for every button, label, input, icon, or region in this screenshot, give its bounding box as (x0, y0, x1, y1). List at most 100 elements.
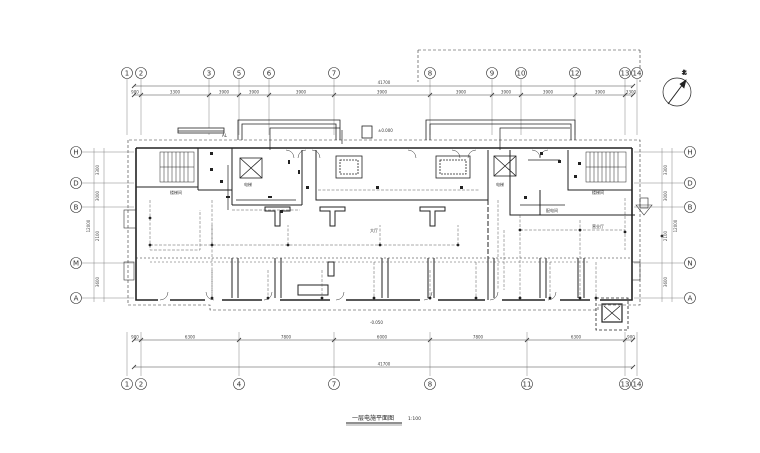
room-labels: 大厅 营业厅 楼梯间 楼梯间 电梯 电梯 配电间 -0.050 (170, 181, 604, 325)
grid-label-top: 8 (428, 70, 432, 78)
grid-label-left: H (73, 149, 78, 157)
dimension-segment: 3900 (501, 90, 512, 95)
grid-label-top: 3 (207, 70, 211, 78)
dimension-left: 2100 (95, 230, 100, 241)
dimension-right: 3600 (663, 276, 668, 287)
door-swings (159, 149, 557, 301)
grid-label-bottom: 2 (139, 381, 143, 389)
bottom-grid-axis: 1 2 4 7 8 11 13 14 (121, 378, 643, 390)
dimension-right: 3300 (663, 164, 668, 175)
room-label-elevator-right: 电梯 (496, 181, 504, 187)
bottom-dimension-texts: 900 6300 7800 6000 7800 6300 900 41700 (131, 335, 635, 367)
grid-label-bottom: 13 (621, 381, 630, 389)
right-grid-axis: H D B N A 3300 3000 2100 3600 12000 (634, 146, 696, 304)
grid-label-top: 6 (267, 70, 272, 78)
grid-label-top: 13 (621, 70, 630, 78)
dimension-segment: 3300 (170, 90, 181, 95)
grid-label-top: 10 (517, 70, 526, 78)
callout-al: AL (222, 133, 228, 138)
exterior-walls (135, 147, 633, 301)
grid-label-bottom: 8 (428, 381, 432, 389)
dimension-segment: 3900 (595, 90, 606, 95)
dimension-segment: 3900 (219, 90, 230, 95)
stair-left (159, 151, 195, 183)
grid-label-left: B (74, 204, 79, 212)
elevator-right (493, 155, 517, 177)
dimension-segment: 3900 (249, 90, 260, 95)
top-grid-axis: 1 2 3 5 6 7 8 9 10 12 13 14 (121, 67, 643, 135)
grid-label-bottom: 7 (332, 381, 336, 389)
entrance-canopy (595, 297, 629, 331)
grid-label-left: A (74, 295, 79, 303)
grid-label-top: 9 (490, 70, 494, 78)
room-label-hall: 大厅 (370, 227, 378, 233)
room-label-stair-left: 楼梯间 (170, 189, 182, 195)
dimension-segment-bottom: 6300 (185, 335, 196, 340)
electrical-symbols (148, 152, 664, 300)
north-arrow-icon: 北 (662, 69, 692, 107)
drawing-scale: 1:100 (408, 416, 421, 422)
drawing-title: 一层电施平面图 (352, 414, 394, 422)
interior-walls (136, 148, 635, 300)
room-label-office: 营业厅 (592, 223, 604, 229)
room-label-elevator-left: 电梯 (244, 181, 252, 187)
top-dimension-lines (131, 83, 636, 98)
top-leader-lines (417, 49, 641, 82)
dimension-left: 3000 (95, 190, 100, 201)
room-label-distribution: 配电间 (546, 207, 558, 213)
top-dimension-texts: 41700 900 3300 3900 3900 3900 3900 3900 … (131, 80, 636, 95)
level-top: ±0.000 (378, 128, 393, 133)
wiring-lines (149, 189, 626, 300)
grid-label-top: 2 (139, 70, 143, 78)
shafts (335, 155, 471, 179)
bottom-pilasters (231, 258, 585, 298)
dimension-total-bottom: 41700 (378, 362, 391, 367)
dimension-segment-bottom: 6300 (571, 335, 582, 340)
columns (264, 206, 446, 227)
stair-right (585, 151, 627, 183)
dimension-left: 3600 (95, 276, 100, 287)
exterior-pads (123, 204, 653, 281)
left-grid-axis: H D B M A 3300 3000 2100 3600 12000 (70, 146, 134, 304)
grid-label-bottom: 4 (237, 381, 242, 389)
grid-label-left: M (73, 260, 79, 268)
dimension-segment-bottom: 900 (627, 335, 635, 340)
bottom-dimension-lines (126, 332, 638, 376)
dimension-right: 2100 (663, 230, 668, 241)
level-bottom: -0.050 (370, 320, 383, 325)
dimension-segment: 3900 (296, 90, 307, 95)
room-label-stair-right: 楼梯间 (592, 189, 604, 195)
drawing-title-block: 一层电施平面图 1:100 (346, 414, 421, 426)
roof-protrusions (177, 119, 576, 140)
grid-label-top: 7 (332, 70, 336, 78)
dimension-left: 3300 (95, 164, 100, 175)
dimension-total-top: 41700 (378, 80, 391, 85)
dimension-segment-bottom: 900 (131, 335, 139, 340)
grid-label-right: D (687, 180, 692, 188)
dimension-segment: 900 (131, 90, 139, 95)
dimension-segment: 3900 (543, 90, 554, 95)
dimension-left-total: 12000 (86, 219, 91, 232)
main-conduits (227, 127, 570, 210)
grid-label-right: H (687, 149, 692, 157)
grid-label-bottom: 1 (125, 381, 129, 389)
dimension-segment: 3900 (456, 90, 467, 95)
building-outline (127, 139, 641, 311)
grid-label-top: 1 (125, 70, 129, 78)
grid-label-right: N (687, 260, 692, 268)
grid-label-right: B (688, 204, 693, 212)
grid-label-bottom: 14 (633, 381, 642, 389)
dimension-right: 3000 (663, 190, 668, 201)
dimension-segment-bottom: 6000 (377, 335, 388, 340)
dimension-segment-bottom: 7800 (281, 335, 292, 340)
dimension-segment: 3300 (626, 90, 637, 95)
dimension-segment-bottom: 7800 (473, 335, 484, 340)
elevator-left (239, 157, 263, 179)
dimension-segment: 3900 (377, 90, 388, 95)
grid-label-left: D (73, 180, 78, 188)
grid-label-right: A (688, 295, 693, 303)
dimension-right-total: 12000 (673, 219, 678, 232)
north-label: 北 (682, 69, 687, 76)
grid-label-top: 14 (633, 70, 642, 78)
